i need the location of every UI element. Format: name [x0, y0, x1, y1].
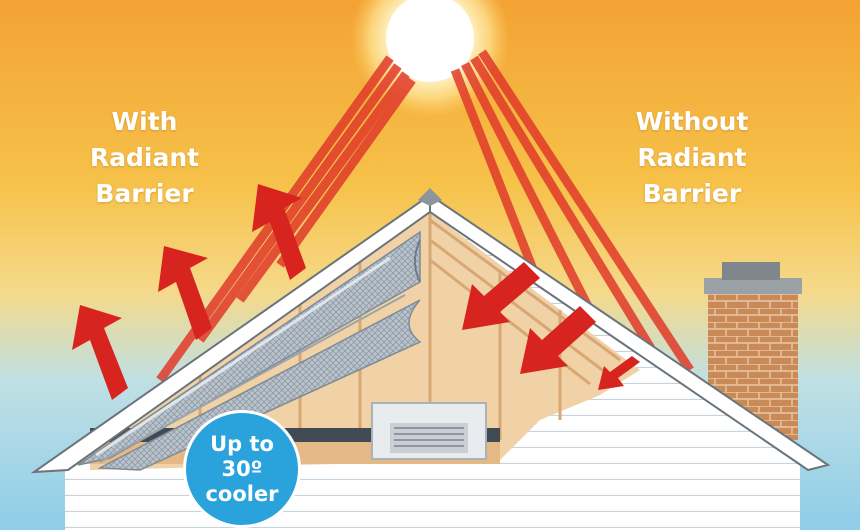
ray-right-4: [478, 49, 694, 373]
ray-right-3: [470, 55, 659, 358]
without-label-line2: Radiant: [637, 143, 747, 172]
badge-line2: 30º: [221, 456, 263, 481]
with-label-line2: Radiant: [89, 143, 200, 172]
arrow-up-left-1: [72, 305, 128, 400]
reflected-heat-arrows: [72, 184, 306, 400]
ray-right-2: [460, 61, 605, 333]
hvac-unit: [371, 402, 487, 460]
badge-line3: cooler: [205, 481, 279, 506]
arrow-down-left-1: [462, 262, 540, 330]
roof-ridge-cap: [418, 188, 442, 206]
with-radiant-barrier-label: With Radiant Barrier: [62, 104, 227, 212]
absorbed-heat-arrows: [462, 262, 640, 390]
ray-left-4: [276, 77, 416, 268]
badge-line1: Up to: [210, 431, 274, 456]
arrow-up-left-2: [158, 246, 212, 340]
arrow-down-left-2: [520, 306, 596, 374]
with-label-line1: With: [111, 107, 178, 136]
sun-icon: [386, 0, 474, 82]
ray-left-3: [236, 71, 410, 303]
without-radiant-barrier-label: Without Radiant Barrier: [602, 104, 782, 212]
arrow-up-left-3: [252, 184, 306, 280]
without-label-line1: Without: [635, 107, 749, 136]
ray-left-2: [196, 63, 402, 343]
with-label-line3: Barrier: [95, 179, 194, 208]
without-label-line3: Barrier: [642, 179, 742, 208]
cooler-badge: Up to 30º cooler: [183, 410, 301, 528]
arrow-down-left-3: [598, 356, 640, 390]
roof-right: [429, 193, 831, 472]
